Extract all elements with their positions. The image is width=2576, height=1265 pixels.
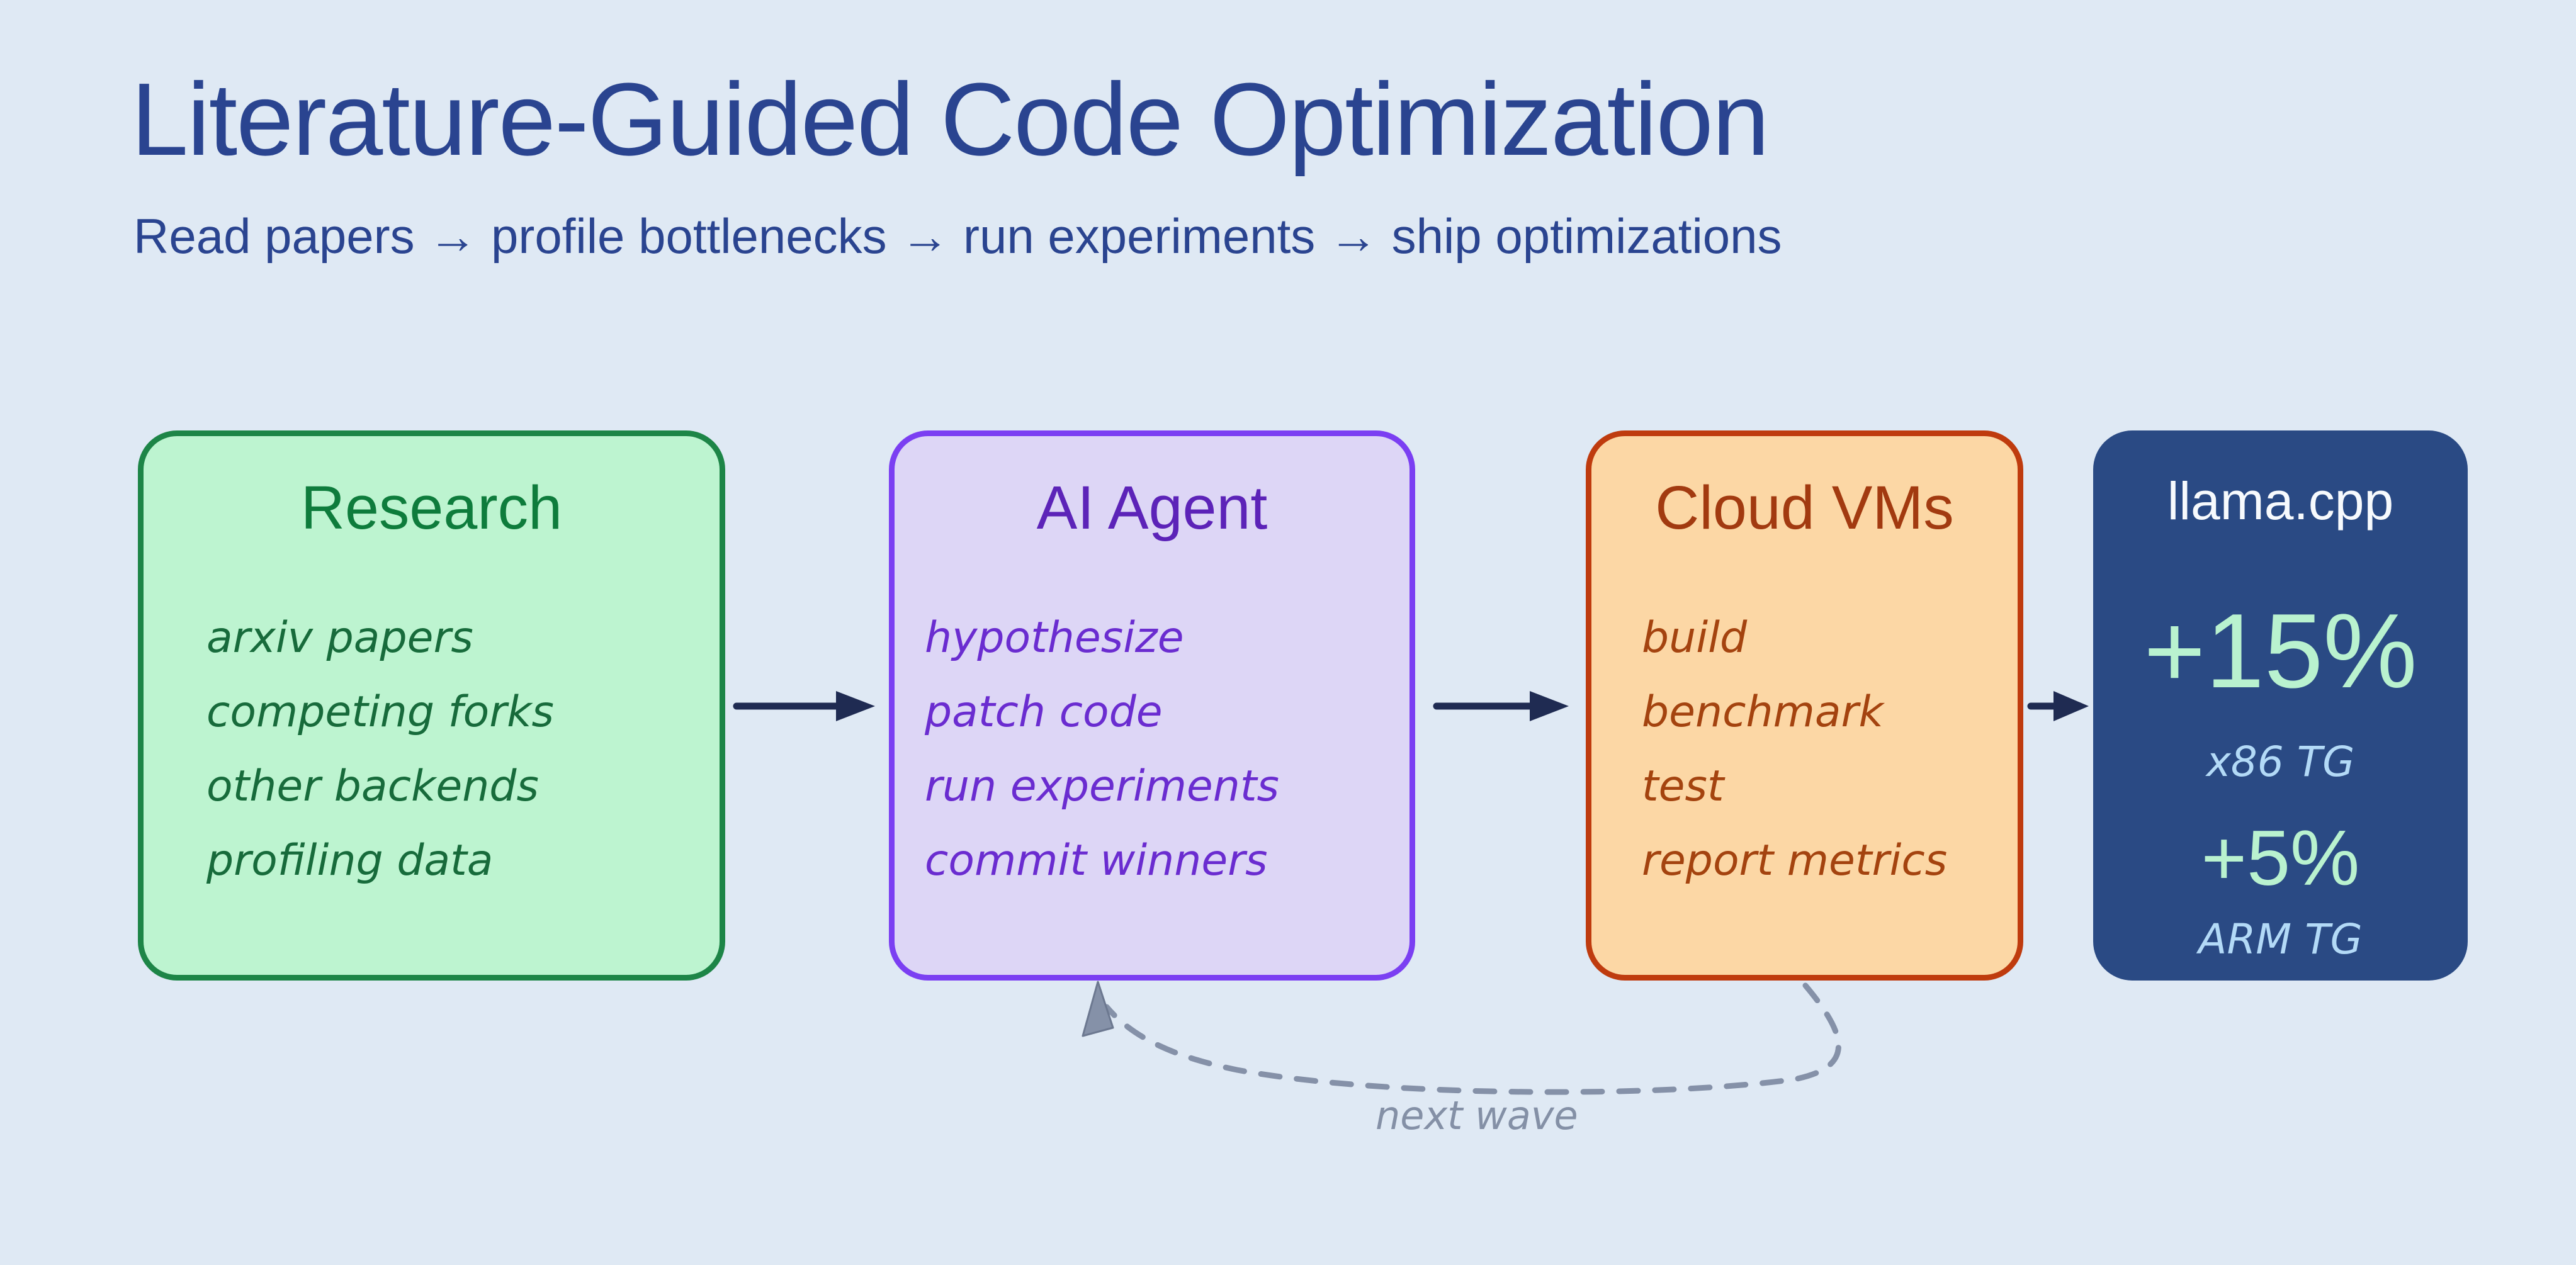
- ai-agent-box: AI Agent hypothesize patch code run expe…: [889, 430, 1415, 981]
- ai-agent-item-list: hypothesize patch code run experiments c…: [895, 601, 1409, 898]
- cloud-vms-box-title: Cloud VMs: [1655, 473, 1954, 542]
- arm-gain-label: ARM TG: [2198, 915, 2363, 964]
- arrow-agent-to-cloud-icon: [1433, 691, 1569, 721]
- arm-gain-value: +5%: [2201, 815, 2360, 902]
- research-box-title: Research: [300, 473, 563, 542]
- research-box: Research arxiv papers competing forks ot…: [138, 430, 725, 981]
- ai-agent-box-title: AI Agent: [1036, 473, 1268, 542]
- x86-gain-label: x86 TG: [2206, 738, 2355, 786]
- page-subtitle: Read papers → profile bottlenecks → run …: [133, 208, 1782, 264]
- cloud-vms-item: report metrics: [1642, 836, 1948, 886]
- llama-cpp-box: llama.cpp +15% x86 TG +5% ARM TG: [2093, 430, 2468, 981]
- ai-agent-item: hypothesize: [925, 613, 1184, 663]
- cloud-vms-item-list: build benchmark test report metrics: [1591, 601, 2018, 898]
- research-item-list: arxiv papers competing forks other backe…: [144, 601, 720, 898]
- research-item: arxiv papers: [206, 613, 473, 663]
- research-item: other backends: [206, 762, 539, 811]
- page-title: Literature-Guided Code Optimization: [131, 62, 1770, 177]
- cloud-vms-box: Cloud VMs build benchmark test report me…: [1586, 430, 2023, 981]
- arrow-research-to-agent-icon: [733, 691, 875, 721]
- ai-agent-item: commit winners: [925, 836, 1268, 886]
- ai-agent-item: run experiments: [925, 762, 1279, 811]
- cloud-vms-item: test: [1642, 762, 1724, 811]
- x86-gain-value: +15%: [2144, 592, 2417, 710]
- research-item: competing forks: [206, 687, 554, 737]
- cloud-vms-item: benchmark: [1642, 687, 1884, 737]
- arrow-cloud-to-llama-icon: [2027, 691, 2089, 721]
- ai-agent-item: patch code: [925, 687, 1163, 737]
- next-wave-loop-arrow-icon: [1082, 981, 1841, 1095]
- cloud-vms-item: build: [1642, 613, 1748, 663]
- research-item: profiling data: [206, 836, 494, 886]
- next-wave-label: next wave: [1376, 1093, 1578, 1138]
- llama-cpp-box-title: llama.cpp: [2167, 471, 2394, 531]
